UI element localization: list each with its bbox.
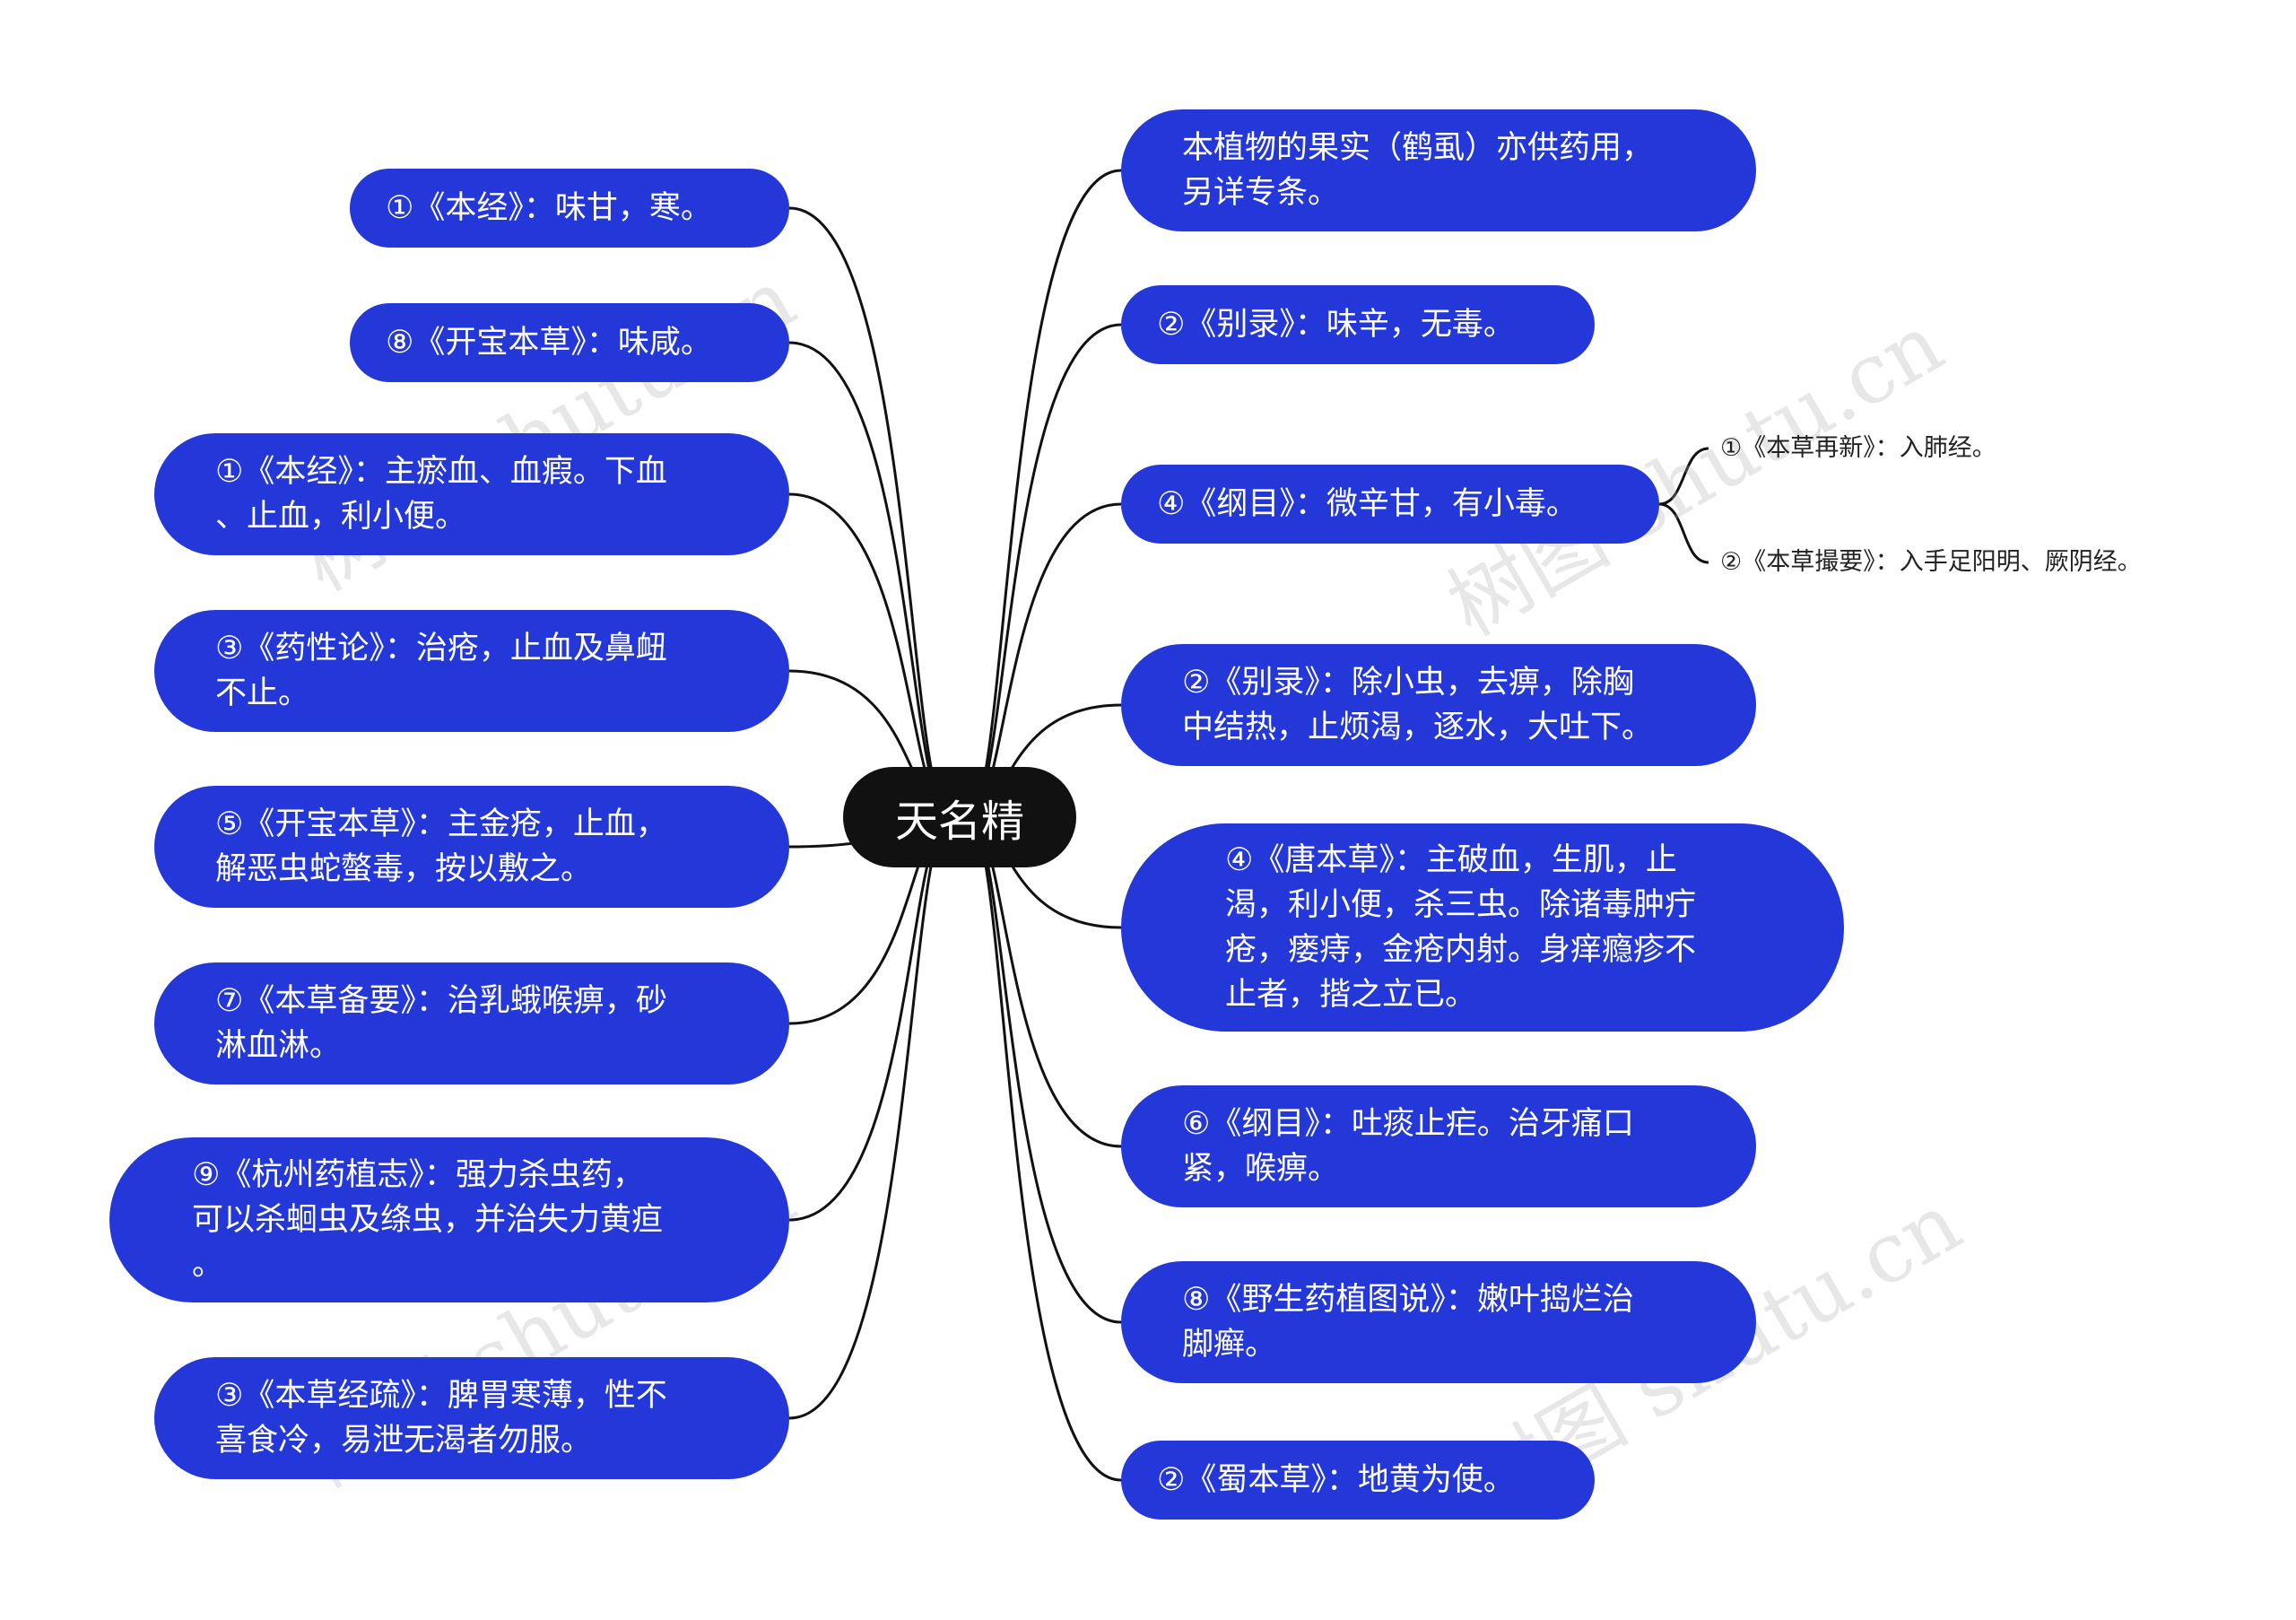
left-node[interactable]: ⑨《杭州药植志》：强力杀虫药， 可以杀蛔虫及绦虫，并治失力黄疸 。 [109,1137,789,1302]
connector-line [788,815,952,1420]
right-node[interactable]: ②《别录》：除小虫，去痹，除胸 中结热，止烦渴，逐水，大吐下。 [1121,644,1756,766]
left-node[interactable]: ③《本草经疏》：脾胃寒薄，性不 喜食冷，易泄无渴者勿服。 [154,1357,789,1479]
left-node[interactable]: ①《本经》：主瘀血、血瘕。下血 、止血，利小便。 [154,433,789,555]
right-node[interactable]: ②《蜀本草》：地黄为使。 [1121,1441,1595,1520]
connector-line [968,169,1122,819]
right-node[interactable]: ④《纲目》：微辛甘，有小毒。 [1121,465,1659,544]
left-node[interactable]: ①《本经》：味甘，寒。 [350,169,789,248]
right-node[interactable]: ④《唐本草》：主破血，生肌，止 渴，利小便，杀三虫。除诸毒肿疔 疮，瘘痔，金疮内… [1121,823,1844,1032]
left-node[interactable]: ⑦《本草备要》：治乳蛾喉痹，砂 淋血淋。 [154,962,789,1084]
connector-line [968,815,1122,1324]
right-node[interactable]: 本植物的果实（鹤虱）亦供药用， 另详专条。 [1121,109,1756,231]
sub-connector [1658,447,1709,564]
sub-node[interactable]: ②《本草撮要》：入手足阳明、厥阴经。 [1720,548,2142,576]
root-node[interactable]: 天名精 [843,767,1076,867]
right-node[interactable]: ⑧《野生药植图说》：嫩叶捣烂治 脚癣。 [1121,1261,1756,1383]
left-node[interactable]: ③《药性论》：治疮，止血及鼻衄 不止。 [154,610,789,732]
connector-line [968,815,1122,1482]
left-node[interactable]: ⑤《开宝本草》：主金疮，止血， 解恶虫蛇螫毒，按以敷之。 [154,786,789,908]
connector-line [788,815,952,1222]
sub-node[interactable]: ①《本草再新》：入肺经。 [1720,434,1996,462]
right-node[interactable]: ②《别录》：味辛，无毒。 [1121,285,1595,364]
right-node[interactable]: ⑥《纲目》：吐痰止疟。治牙痛口 紧，喉痹。 [1121,1085,1756,1207]
left-node[interactable]: ⑧《开宝本草》：味咸。 [350,303,789,382]
connector-line [788,206,952,819]
